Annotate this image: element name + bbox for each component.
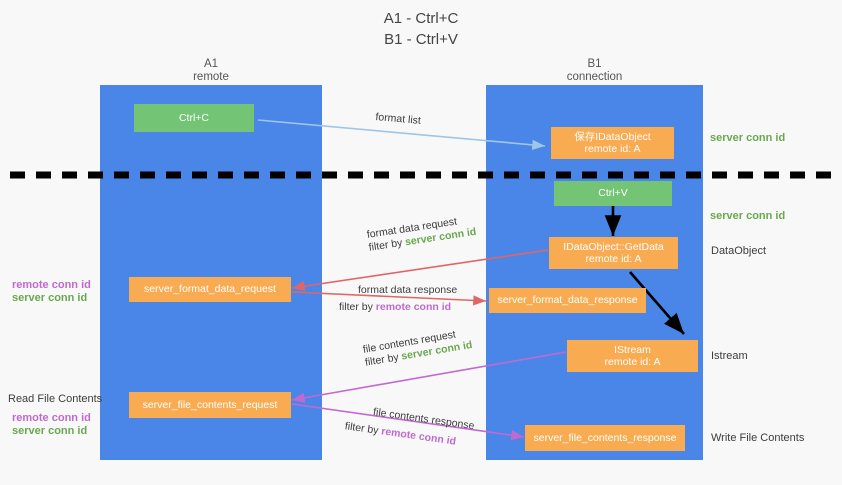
box-getdata-line2: remote id: A <box>585 253 642 265</box>
box-format-data-request[interactable]: server_format_data_request <box>129 277 291 302</box>
box-format-data-request-label: server_format_data_request <box>144 283 276 296</box>
box-ctrl-v-label: Ctrl+V <box>598 187 628 200</box>
label-left-remote-conn-1: remote conn id <box>12 279 91 291</box>
lane-a1-name: A1 <box>203 58 219 70</box>
box-file-contents-response-label: server_file_contents_response <box>533 431 677 444</box>
box-getdata-line1: IDataObject::GetData <box>563 240 664 253</box>
arrow-label-format-data-response: format data response filter by remote co… <box>339 284 458 314</box>
box-ctrl-v[interactable]: Ctrl+V <box>554 181 672 206</box>
fdres-line1: format data response <box>358 284 458 296</box>
title-line-2: B1 - Ctrl+V <box>384 31 458 48</box>
label-left-server-conn-2: server conn id <box>12 425 88 437</box>
box-set-dataobject-line1: 保存IDataObject <box>574 130 651 143</box>
box-getdata[interactable]: IDataObject::GetData remote id: A <box>549 237 678 269</box>
box-istream-line2: remote id: A <box>604 356 661 368</box>
label-right-write-file-contents: Write File Contents <box>711 432 805 444</box>
lane-header-b1: B1 connection <box>486 58 703 84</box>
label-left-read-file-contents: Read File Contents <box>8 393 103 405</box>
lane-header-a1: A1 remote <box>100 58 322 84</box>
arrow-label-file-contents-request: file contents request filter by server c… <box>362 326 473 370</box>
box-set-dataobject[interactable]: 保存IDataObject remote id: A <box>551 127 674 159</box>
fcres-prefix: filter by <box>344 420 383 438</box>
box-ctrl-c-label: Ctrl+C <box>178 111 210 124</box>
label-right-dataobject: DataObject <box>711 245 767 257</box>
box-file-contents-request-label: server_file_contents_request <box>142 398 278 411</box>
box-istream[interactable]: IStream remote id: A <box>567 340 698 372</box>
box-file-contents-response[interactable]: server_file_contents_response <box>525 425 685 451</box>
box-format-data-response[interactable]: server_format_data_response <box>489 288 646 313</box>
lane-b1-sub: connection <box>566 71 623 83</box>
label-right-istream: Istream <box>711 350 748 362</box>
label-left-remote-conn-2: remote conn id <box>12 412 91 424</box>
arrow-label-file-contents-response: file contents response filter by remote … <box>344 406 475 451</box>
arrow-label-format-data-request: format data request filter by server con… <box>366 213 477 255</box>
box-istream-line1: IStream <box>614 343 651 356</box>
label-right-server-conn-top: server conn id <box>710 132 786 144</box>
box-format-data-response-label: server_format_data_response <box>497 294 638 307</box>
fdres-prefix: filter by <box>339 301 376 313</box>
fdres-tag: remote conn id <box>375 301 452 313</box>
box-file-contents-request[interactable]: server_file_contents_request <box>129 392 291 418</box>
page-title: A1 - Ctrl+C B1 - Ctrl+V <box>0 8 842 50</box>
title-line-1: A1 - Ctrl+C <box>383 10 459 27</box>
lane-a1-sub: remote <box>193 71 229 83</box>
box-set-dataobject-line2: remote id: A <box>584 143 641 155</box>
arrow-label-format-list: format list <box>375 111 421 128</box>
arrow-label-format-list-text: format list <box>374 111 422 127</box>
label-right-server-conn-mid: server conn id <box>710 210 786 222</box>
box-ctrl-c[interactable]: Ctrl+C <box>134 104 254 132</box>
label-left-server-conn-1: server conn id <box>12 292 88 304</box>
lane-b1-name: B1 <box>587 58 602 70</box>
